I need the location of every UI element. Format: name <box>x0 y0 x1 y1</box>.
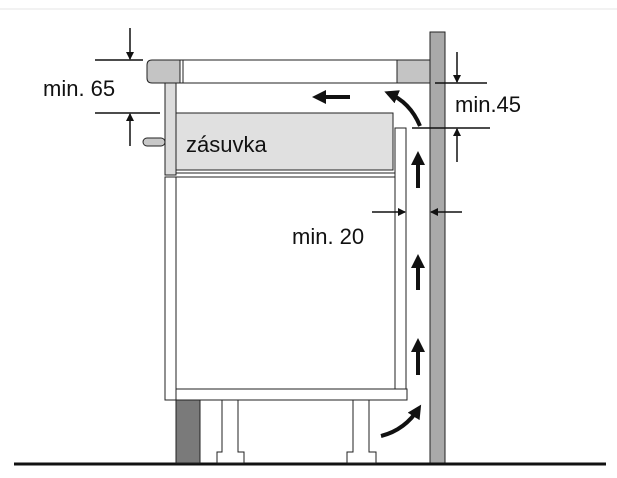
drawer-label: zásuvka <box>186 132 267 157</box>
plinth <box>175 399 201 464</box>
min-45-label: min.45 <box>455 92 521 117</box>
front-panel <box>164 82 177 176</box>
leg <box>216 399 245 464</box>
min-65-label: min. 65 <box>43 76 115 101</box>
curved-arrow-icon <box>380 404 422 438</box>
knob <box>142 137 166 147</box>
dimension-min-65 <box>95 28 160 146</box>
hob <box>146 59 431 84</box>
cabinet <box>164 127 408 401</box>
airflow-arrows <box>312 90 425 438</box>
curved-arrow-icon <box>384 90 422 127</box>
dimension-min-45 <box>412 52 490 162</box>
wall <box>429 31 446 465</box>
leg <box>346 399 377 464</box>
drawer <box>175 112 394 171</box>
min-20-label: min. 20 <box>292 224 364 249</box>
